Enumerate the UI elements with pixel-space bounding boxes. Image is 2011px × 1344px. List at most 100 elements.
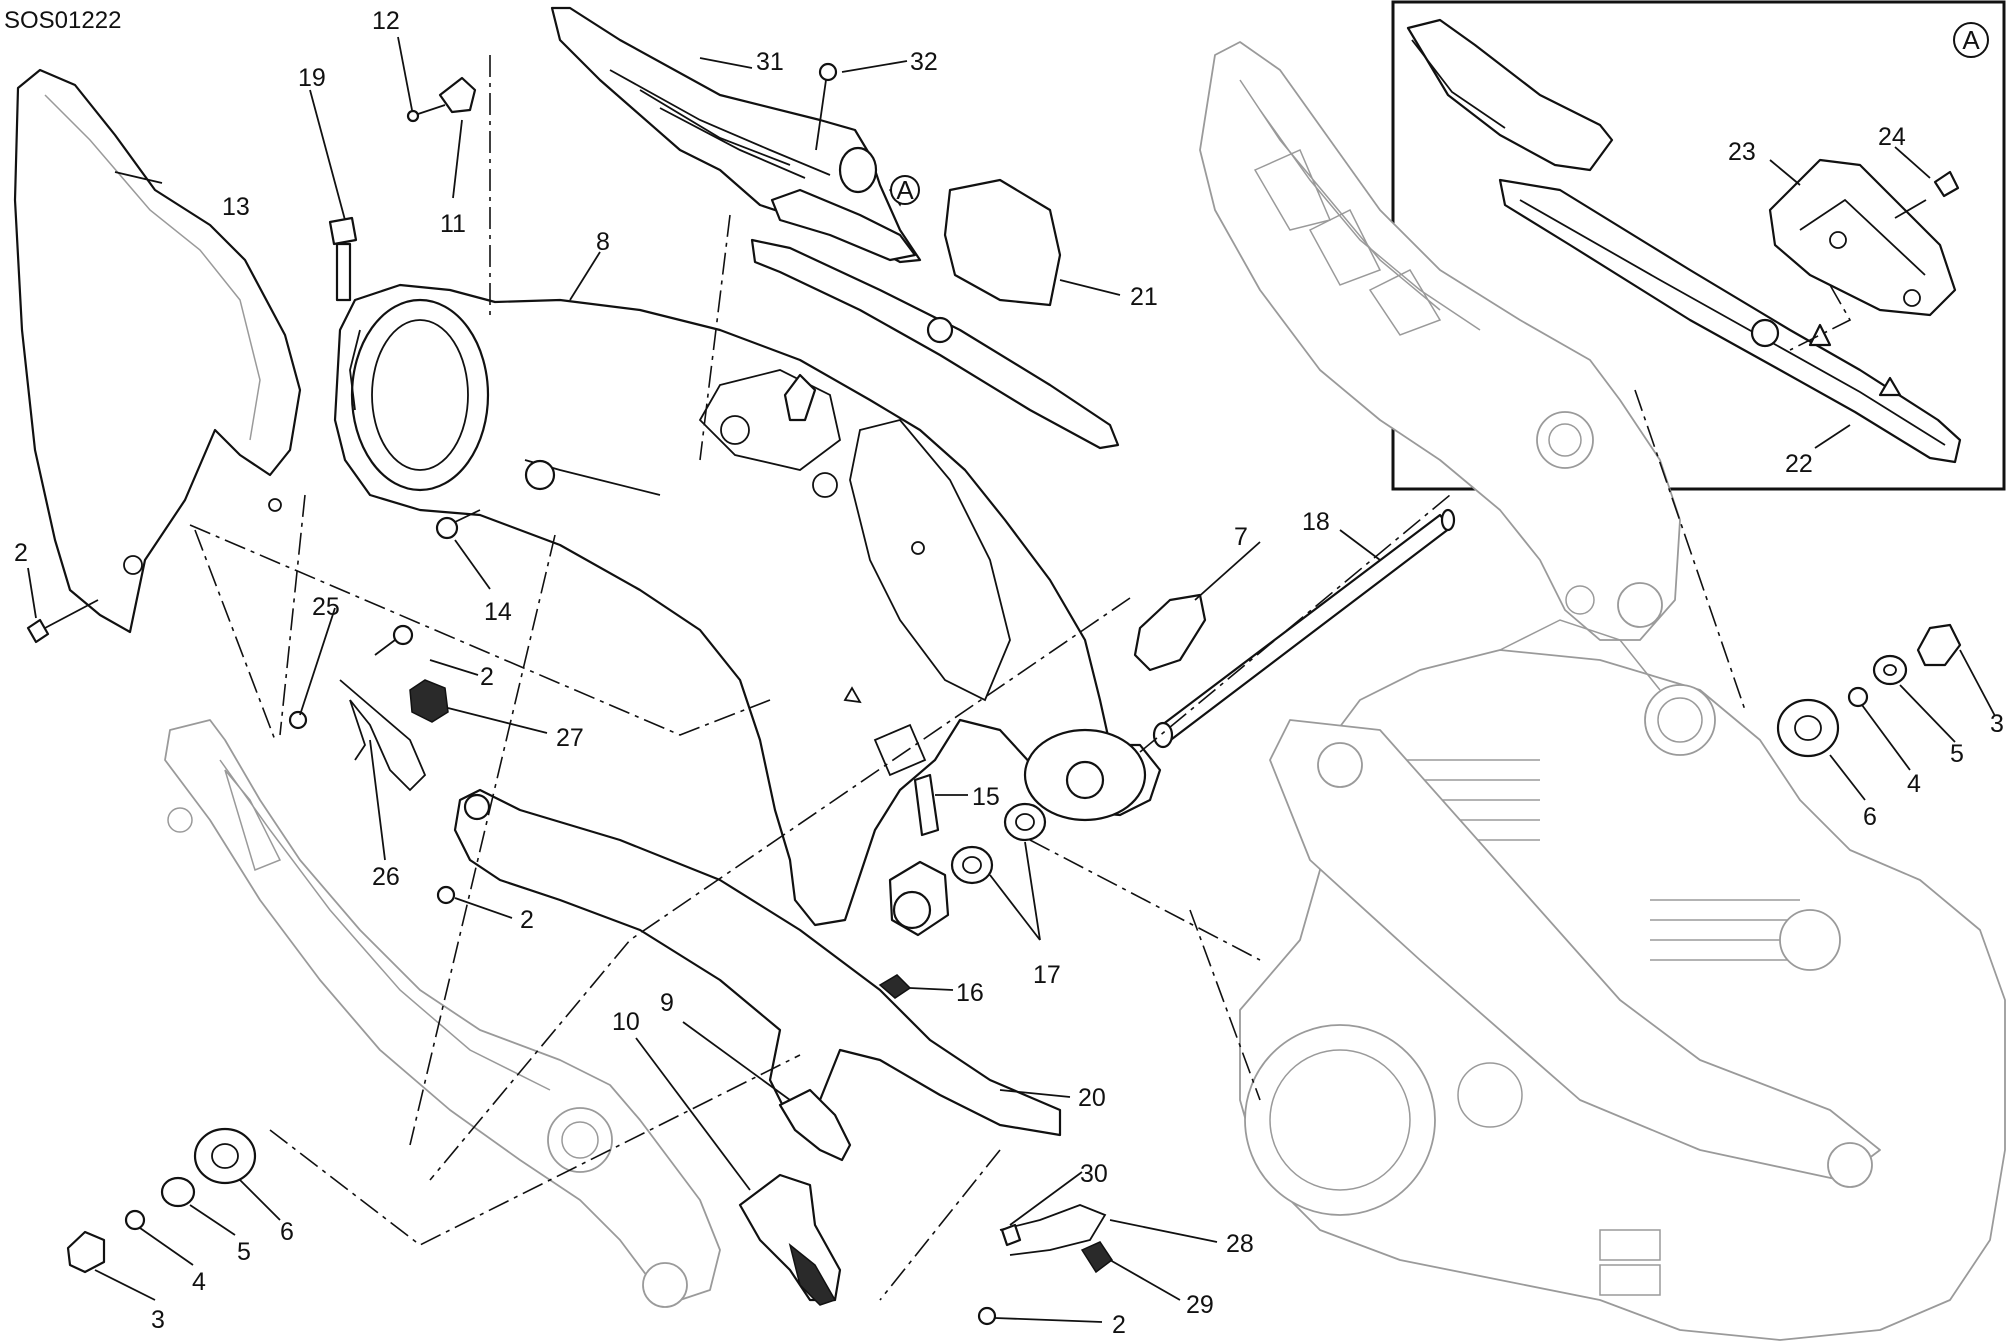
- callout-24: 24: [1878, 123, 1906, 151]
- engine-clutch-cover-inner: [1269, 1049, 1411, 1191]
- chain-guard-lower-tab: [770, 188, 917, 262]
- swingarm-axle-bore: [1065, 760, 1105, 800]
- callout-2-mudguard: 2: [14, 539, 28, 567]
- engine-cylinder-head: [1499, 619, 1661, 691]
- screw-2-head: [26, 618, 50, 644]
- screw-12: [406, 109, 420, 123]
- chain-slider-rail-boss: [926, 316, 954, 344]
- leader-2-d: [994, 1317, 1103, 1323]
- spring-26: [339, 679, 427, 792]
- engine-clutch-cover: [1244, 1024, 1436, 1216]
- bush-6-right-bore: [1794, 715, 1822, 741]
- detail-view-marker: [1953, 22, 1989, 58]
- chain-guard-boss: [838, 146, 878, 194]
- rear-axle-head: [1152, 721, 1174, 749]
- swingarm-hole-3: [911, 541, 925, 555]
- screw-24: [1933, 170, 1960, 198]
- spacers-17: [950, 802, 1047, 885]
- align-engine-front: [1189, 909, 1261, 1101]
- detail-a-pointer-letter: A: [896, 175, 914, 205]
- chain-guard-lower: [453, 788, 1062, 1306]
- callout-23: 23: [1728, 138, 1756, 166]
- chain-slider-rail: [750, 238, 1120, 450]
- screw-2-bottom: [977, 1306, 997, 1326]
- callout-5-left: 5: [237, 1238, 251, 1266]
- leader-10: [635, 1037, 751, 1191]
- callout-3-right: 3: [1990, 710, 2004, 738]
- leader-18: [1339, 529, 1381, 561]
- leader-6-b: [239, 1179, 281, 1221]
- chain-slider-tab-2: [1878, 376, 1902, 397]
- callout-13: 13: [222, 193, 250, 221]
- leader-16: [909, 987, 954, 991]
- screw-32-shank: [815, 79, 827, 151]
- leader-8: [569, 251, 601, 301]
- spacer-17-b-bore: [962, 856, 982, 874]
- spacers-right: [1776, 623, 1962, 758]
- footpeg-bracket-cell: [224, 769, 282, 872]
- leader-29: [1109, 1259, 1181, 1301]
- screw-32: [815, 62, 838, 151]
- leader-19: [309, 89, 346, 221]
- callout-numbers: 13 2 19 12 11 8 31 32 21 14 25 2 27 26 2…: [14, 7, 2004, 1339]
- chain-guard-cover-hole: [1829, 231, 1847, 249]
- align-footpeg-spacers: [269, 1054, 801, 1246]
- callout-25: 25: [312, 593, 340, 621]
- rear-frame-pivot-bore: [1548, 423, 1582, 457]
- sticker-21: [943, 178, 1062, 307]
- callout-18: 18: [1302, 508, 1330, 536]
- callout-12: 12: [372, 7, 400, 35]
- leader-32: [841, 60, 908, 73]
- chain-guard-cover-slot: [1799, 198, 1926, 276]
- footpeg-bracket-pivot-bore: [561, 1121, 599, 1159]
- align-frame-spacer: [1634, 389, 1746, 711]
- clip-11-screw-12: [406, 76, 477, 123]
- rear-mudguard-contour: [44, 94, 261, 441]
- callout-4-left: 4: [192, 1268, 206, 1296]
- leader-9: [682, 1021, 791, 1101]
- engine-fittings: [1599, 1229, 1661, 1296]
- spring-26-damper-27: [288, 679, 449, 792]
- callout-7: 7: [1234, 523, 1248, 551]
- callout-21: 21: [1130, 283, 1158, 311]
- leader-5-a: [1899, 684, 1956, 743]
- swingarm-hole-1: [720, 415, 750, 445]
- rear-frame-right: [1199, 41, 1681, 641]
- nut-25: [288, 710, 308, 730]
- swingarm-recess: [698, 369, 842, 471]
- bolt-19: [328, 216, 358, 302]
- callout-6-right: 6: [1863, 803, 1877, 831]
- engine-crank-boss: [1457, 1062, 1523, 1128]
- callout-8: 8: [596, 228, 610, 256]
- adjuster-15-16: [878, 773, 950, 999]
- engine-intake: [1644, 684, 1716, 756]
- swingarm-arm-detail: [849, 418, 1011, 702]
- leader-22: [1814, 424, 1851, 449]
- callout-17: 17: [1033, 961, 1061, 989]
- callout-6-left: 6: [280, 1218, 294, 1246]
- leader-20: [999, 1089, 1071, 1098]
- screw-2-middle: [374, 624, 414, 656]
- bolt-19-shank: [335, 242, 352, 302]
- align-axle-frame: [1139, 494, 1451, 753]
- leader-28: [1109, 1219, 1218, 1243]
- swingarm-bracket-tab: [783, 373, 817, 422]
- rear-frame-hole: [1565, 585, 1595, 615]
- callout-2-middle: 2: [480, 663, 494, 691]
- leader-14: [454, 539, 491, 590]
- callout-28: 28: [1226, 1230, 1254, 1258]
- align-mudguard-left: [194, 529, 276, 741]
- callout-9: 9: [660, 989, 674, 1017]
- engine-frame-mount: [1317, 742, 1363, 788]
- bolt-3-right: [1916, 623, 1962, 667]
- align-mudguard-right: [279, 494, 306, 736]
- callout-3-left: 3: [151, 1306, 165, 1334]
- swingarm-8: [333, 283, 1162, 927]
- screw-2-middle-head: [392, 624, 414, 646]
- alignment-lines: [189, 55, 1746, 1301]
- leader-5-b: [189, 1204, 236, 1236]
- guard-insert-10-pad: [788, 1243, 837, 1306]
- align-swingarm-footpeg: [409, 534, 556, 1146]
- leader-2-a: [27, 567, 37, 619]
